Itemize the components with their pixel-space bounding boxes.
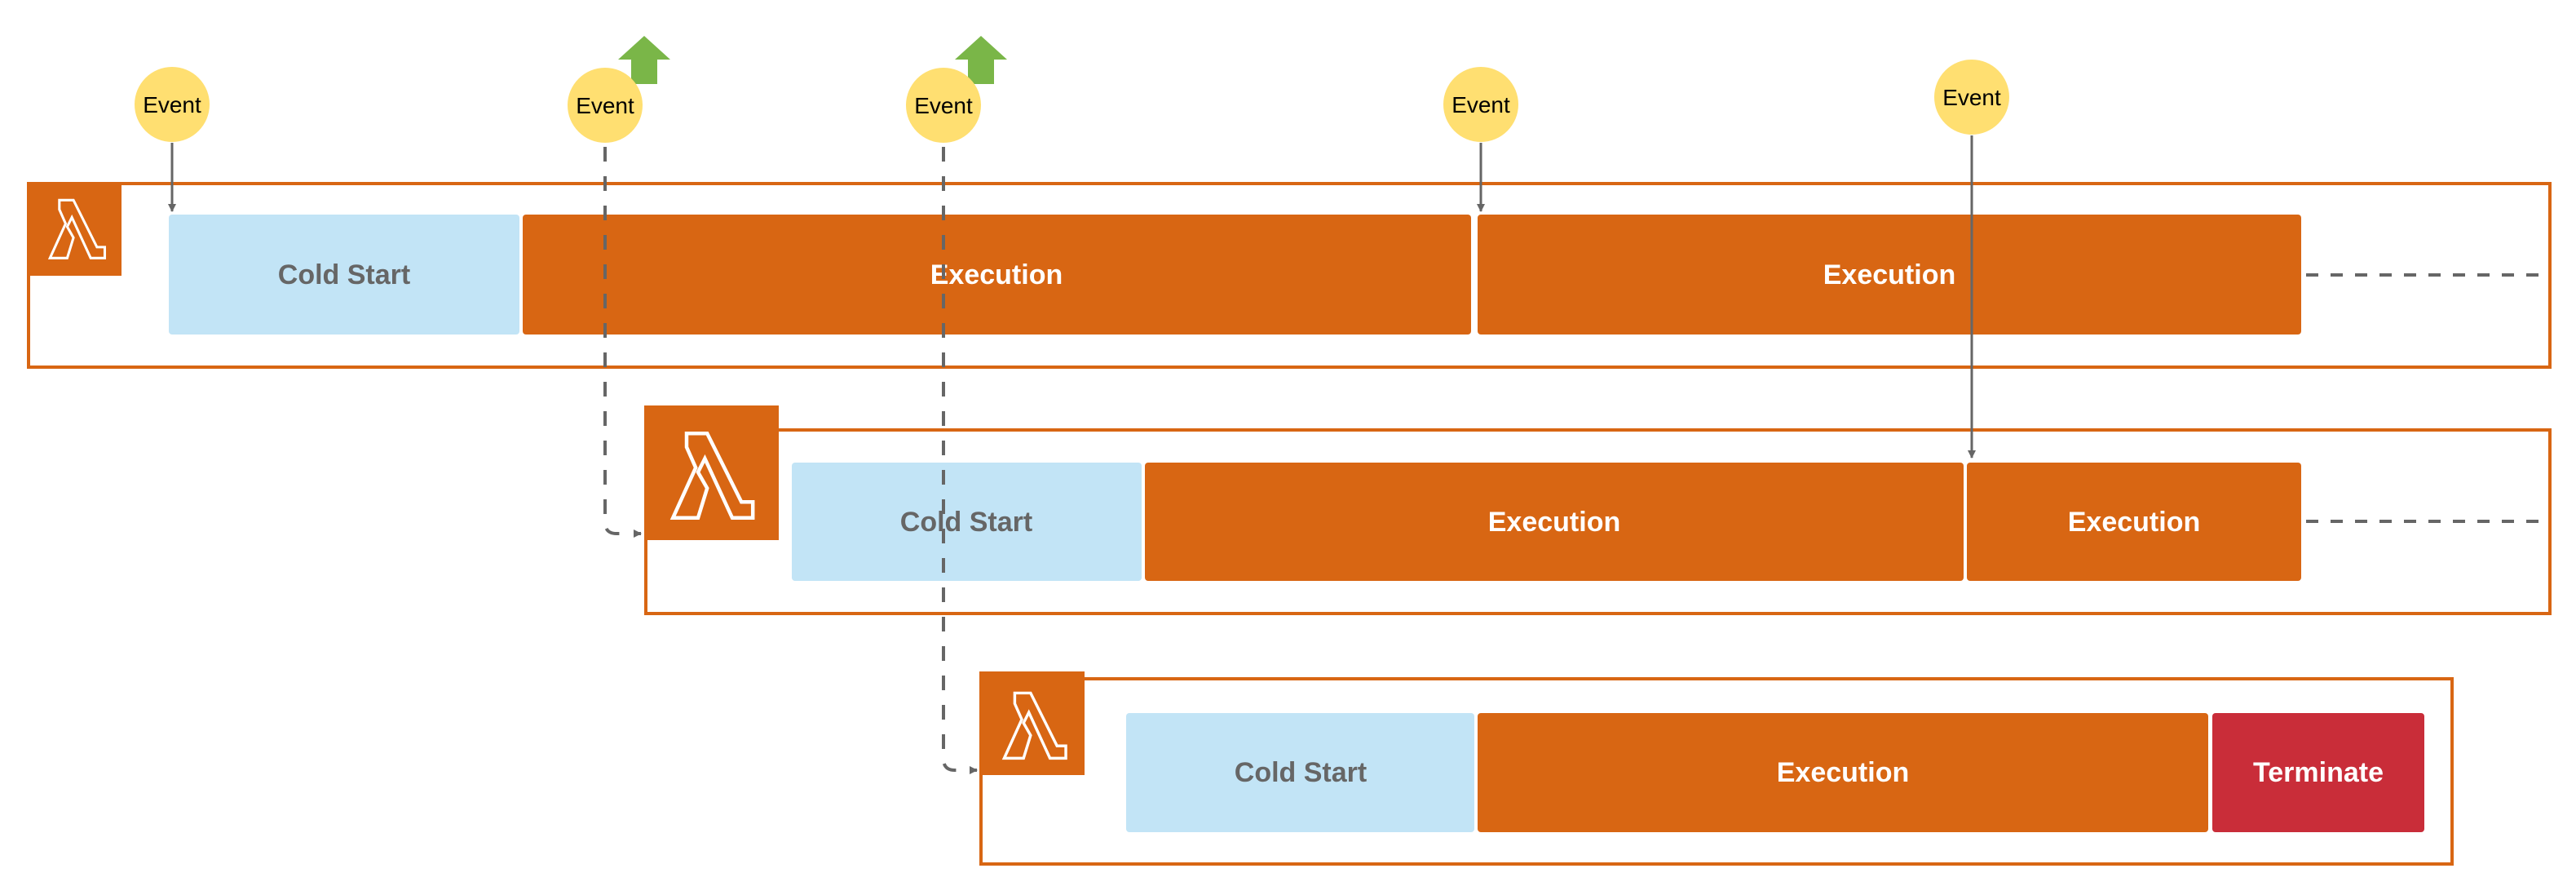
instance-2-timeline: Cold Start Execution Execution xyxy=(792,463,2550,581)
cold-start-label: Cold Start xyxy=(278,259,410,290)
execution-label: Execution xyxy=(930,259,1063,290)
instance-3-timeline: Cold Start Execution Terminate xyxy=(1126,713,2424,832)
event-3: Event xyxy=(906,68,981,143)
execution-label: Execution xyxy=(1823,259,1955,290)
event-3-connector xyxy=(942,147,978,774)
cold-start-label: Cold Start xyxy=(900,507,1032,538)
execution-label: Execution xyxy=(1777,757,1909,788)
event-4: Event xyxy=(1443,67,1518,142)
event-connectors xyxy=(168,135,1976,774)
cold-start-bar xyxy=(1126,713,1474,832)
execution-bar xyxy=(1145,463,1964,581)
event-2: Event xyxy=(568,68,643,143)
terminate-bar xyxy=(2212,713,2424,832)
execution-label: Execution xyxy=(2068,507,2200,538)
event-label: Event xyxy=(914,93,973,118)
cold-start-bar xyxy=(169,215,519,335)
event-label: Event xyxy=(576,93,634,118)
event-2-connector xyxy=(603,147,642,538)
cold-start-bar xyxy=(792,463,1142,581)
instance-2-lambda-icon xyxy=(644,405,779,540)
event-label: Event xyxy=(143,92,201,117)
scale-up-arrow-icon xyxy=(618,36,670,84)
scale-up-arrow-icon xyxy=(955,36,1007,84)
execution-bar xyxy=(1478,713,2208,832)
terminate-label: Terminate xyxy=(2253,757,2384,788)
event-label: Event xyxy=(1451,92,1510,117)
instance-3-lambda-icon xyxy=(979,671,1085,775)
execution-bar xyxy=(1967,463,2301,581)
execution-label: Execution xyxy=(1488,507,1620,538)
event-5: Event xyxy=(1934,60,2009,135)
cold-start-label: Cold Start xyxy=(1235,757,1367,788)
event-label: Event xyxy=(1942,85,2001,110)
instance-1-timeline: Cold Start Execution Execution xyxy=(169,215,2550,335)
execution-bar xyxy=(1478,215,2301,335)
instance-1-lambda-icon xyxy=(27,182,122,276)
execution-bar xyxy=(523,215,1471,335)
event-1: Event xyxy=(135,67,210,142)
